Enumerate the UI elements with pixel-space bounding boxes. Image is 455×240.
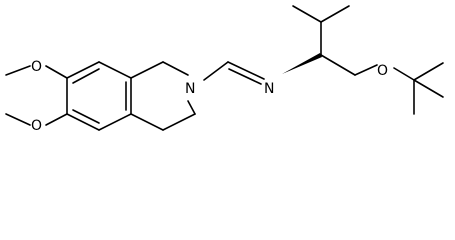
- atom-label-o-ether: O: [377, 63, 388, 79]
- tert-butoxymethyl-group: [320, 54, 444, 115]
- atom-label-n-imine: N: [264, 81, 274, 97]
- imine-linkage: [203, 61, 265, 85]
- benzene-ring: [66, 61, 132, 131]
- molecule-structure-diagram: O O N N O: [5, 5, 444, 134]
- atom-label-o-methoxy-lower: O: [31, 118, 42, 134]
- wedge-bond: [282, 53, 322, 74]
- isopropyl-group: [292, 5, 350, 56]
- piperidine-ring: [130, 61, 196, 131]
- methoxy-group-upper: [5, 65, 68, 79]
- atom-label-o-methoxy-upper: O: [31, 59, 42, 75]
- atom-label-n-ring: N: [185, 81, 195, 97]
- methoxy-group-lower: [5, 113, 68, 126]
